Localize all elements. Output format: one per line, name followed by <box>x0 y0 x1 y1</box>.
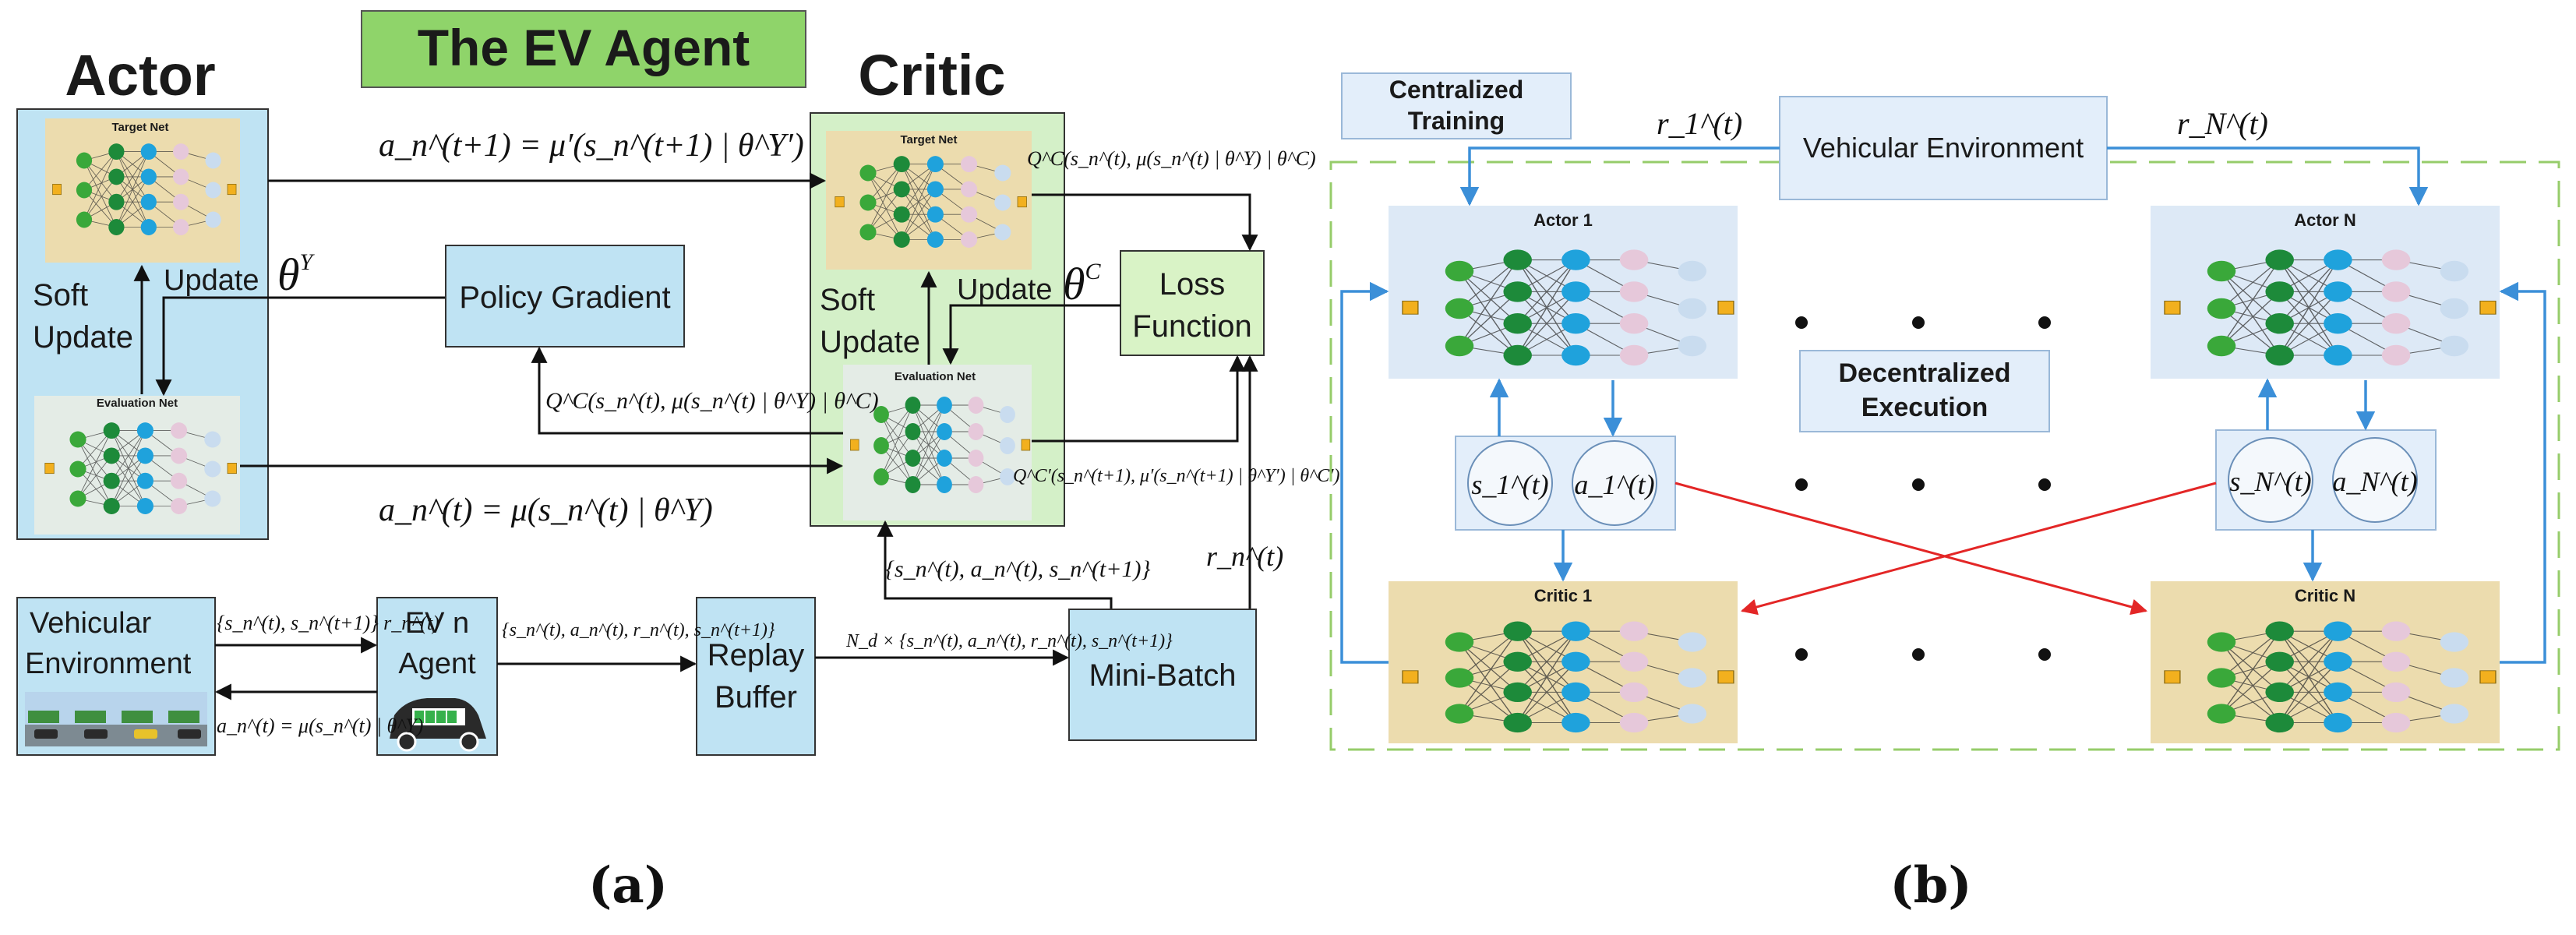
vehicular-env-line2: Environment <box>25 647 192 680</box>
vehicular-environment-label-b: Vehicular Environment <box>1803 132 2084 164</box>
centralized-training-box <box>1341 72 1572 139</box>
critic-soft-update-line1: Soft <box>820 283 875 317</box>
vehicular-env-line1: Vehicular <box>30 607 152 640</box>
actor-1-label: Actor 1 <box>1533 210 1593 230</box>
replay-buffer-line1: Replay <box>708 638 805 672</box>
critic-eval-to-loss-arrow <box>1032 355 1246 443</box>
actor-evaluation-net-label: Evaluation Net <box>97 397 178 410</box>
reward-n-label: r_N^(t) <box>2177 106 2268 141</box>
actor-n-net: Actor N <box>2151 206 2500 379</box>
road-traffic-image <box>25 692 207 746</box>
critic-update-label: Update <box>957 273 1053 306</box>
theta-y: θY <box>277 249 316 300</box>
ev-agent-title: The EV Agent <box>418 19 750 76</box>
action-1-label: a_1^(t) <box>1574 469 1654 500</box>
panel-a-caption: (a) <box>588 856 668 915</box>
eq-q-policy: Q^C(s_n^(t), μ(s_n^(t) | θ^Y) | θ^C) <box>545 388 879 414</box>
action-1-circle <box>1572 440 1657 526</box>
eq-transition-tuple: {s_n^(t), a_n^(t), s_n^(t+1)} <box>885 556 1151 582</box>
loss-function-line2: Function <box>1132 309 1251 344</box>
critic-1-label: Critic 1 <box>1534 586 1593 605</box>
actor-target-net: Target Net <box>45 118 240 263</box>
loss-function-line1: Loss <box>1159 267 1226 302</box>
state-1-label: s_1^(t) <box>1471 469 1548 500</box>
critic-target-to-loss-arrow <box>1032 193 1258 252</box>
eq-target-action: a_n^(t+1) = μ′(s_n^(t+1) | θ^Y′) <box>379 128 804 164</box>
critic-target-net: Target Net <box>826 131 1032 270</box>
state-n-label: s_N^(t) <box>2229 466 2311 497</box>
replay-buffer-box <box>696 597 816 756</box>
eq-action: a_n^(t) = μ(s_n^(t) | θ^Y) <box>379 492 713 528</box>
ev-agent-line1: EV n <box>405 607 469 640</box>
critic-1-net: Critic 1 <box>1389 581 1738 743</box>
minibatch-to-critic-eval-arrow <box>877 520 1113 609</box>
mini-batch-box <box>1068 609 1257 741</box>
actor-update-label: Update <box>164 264 259 297</box>
eq-q-target: Q^C(s_n^(t), μ(s_n^(t) | θ^Y) | θ^C) <box>1027 147 1316 170</box>
policy-gradient-box <box>445 245 685 348</box>
ellipsis-dots <box>1795 316 2051 661</box>
panel-b-caption: (b) <box>1890 856 1971 915</box>
loss-function-box <box>1120 250 1265 356</box>
loss-to-critic-arrow <box>942 304 1120 365</box>
critic-eval-to-policy-gradient-arrow <box>531 346 843 435</box>
actor-target-net-label: Target Net <box>111 121 168 134</box>
critic-soft-update-line2: Update <box>820 325 920 359</box>
decentralized-execution-line2: Execution <box>1861 393 1988 422</box>
eq-agent-to-env: a_n^(t) = μ(s_n^(t) | θ^Y) <box>217 714 423 737</box>
reward-1-arrow <box>1459 146 1780 206</box>
eq-reward: r_n^(t) <box>1206 541 1283 572</box>
critic-n-label: Critic N <box>2295 586 2355 605</box>
critic-evaluation-net-label: Evaluation Net <box>895 370 976 383</box>
agent-1-to-critic-n-arrow <box>1674 482 2148 616</box>
critic-1-to-actor-1-loop <box>1340 281 1389 664</box>
eq-env-to-agent: {s_n^(t), s_n^(t+1)} r_n^(t) <box>217 612 439 634</box>
actor-soft-update-line1: Soft <box>33 278 88 312</box>
centralized-training-line1: Centralized <box>1389 76 1523 104</box>
eq-q-eval: Q^C′(s_n^(t+1), μ′(s_n^(t+1) | θ^Y′) | θ… <box>1013 466 1339 486</box>
vehicular-environment-box-b <box>1779 96 2108 200</box>
agent-n-to-critic-1-arrow <box>1740 482 2217 616</box>
actor-evaluation-net: Evaluation Net <box>34 396 240 535</box>
mini-batch-label: Mini-Batch <box>1089 658 1237 693</box>
decentralized-execution-line1: Decentralized <box>1838 358 2010 388</box>
critic-n-to-actor-n-loop <box>2499 281 2546 664</box>
reward-n-arrow <box>2107 146 2429 206</box>
centralized-training-line2: Training <box>1408 107 1505 135</box>
panel-b: Centralized Training Vehicular Environme… <box>1329 72 2560 915</box>
critic-n-net: Critic N <box>2151 581 2500 743</box>
eq-agent-to-buffer: {s_n^(t), a_n^(t), r_n^(t), s_n^(t+1)} <box>502 620 775 640</box>
training-dashed-boundary <box>1329 161 2560 751</box>
critic-target-net-label: Target Net <box>900 133 957 146</box>
action-n-circle <box>2332 437 2418 523</box>
replay-buffer-line2: Buffer <box>715 680 797 714</box>
state-n-circle <box>2228 437 2313 523</box>
electric-car-icon <box>390 698 486 752</box>
action-n-label: a_N^(t) <box>2332 466 2417 497</box>
policy-gradient-to-actor-arrow <box>155 296 446 397</box>
eq-buffer-to-batch: N_d × {s_n^(t), a_n^(t), r_n^(t), s_n^(t… <box>845 631 1173 651</box>
actor-title: Actor <box>65 43 215 108</box>
policy-gradient-label: Policy Gradient <box>459 280 670 315</box>
theta-c: θC <box>1063 259 1102 309</box>
ev-agent-line2: Agent <box>398 647 476 680</box>
panel-a: The EV Agent Actor Critic Target Net Eva… <box>16 10 1339 915</box>
ev-agent-title-box <box>361 10 806 88</box>
critic-evaluation-net: Evaluation Net <box>843 365 1032 520</box>
actor-soft-update-line2: Update <box>33 320 133 355</box>
state-1-circle <box>1467 440 1553 526</box>
decentralized-execution-box <box>1799 350 2050 432</box>
actor-1-net: Actor 1 <box>1389 206 1738 379</box>
reward-1-label: r_1^(t) <box>1657 106 1742 141</box>
actor-n-label: Actor N <box>2294 210 2355 230</box>
critic-title: Critic <box>858 43 1005 108</box>
